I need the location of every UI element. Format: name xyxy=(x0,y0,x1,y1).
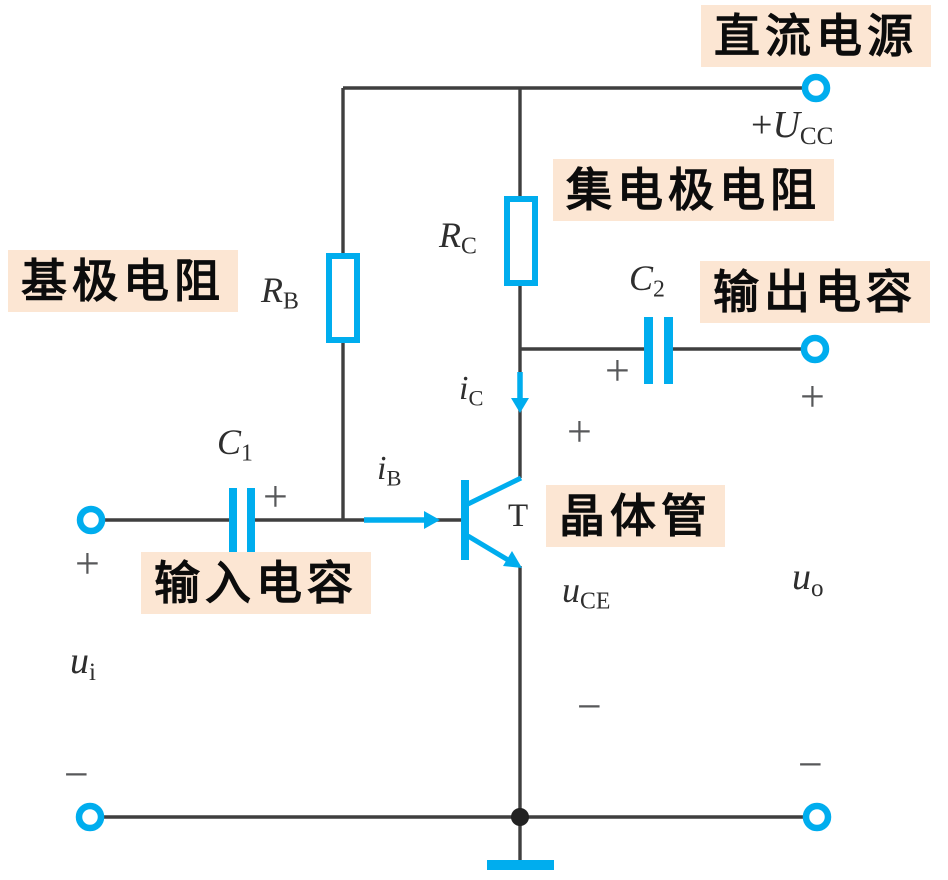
ib-arrowhead xyxy=(424,511,440,529)
c1-plus-sign: + xyxy=(263,472,288,521)
terminal-input-bottom xyxy=(75,802,105,832)
label-ic: iC xyxy=(459,370,484,411)
input-plus-sign: + xyxy=(75,539,100,588)
resistor-rc xyxy=(504,196,538,286)
resistor-rb xyxy=(326,253,360,343)
annotation-dc-supply: 直流电源 xyxy=(701,5,931,68)
terminal-input-top xyxy=(76,505,106,535)
ic-arrowhead xyxy=(511,398,529,413)
annotation-output-capacitor: 输出电容 xyxy=(700,261,930,324)
label-uce: uCE xyxy=(562,570,611,615)
terminal-output-bottom xyxy=(802,802,832,832)
terminal-dc-supply xyxy=(801,73,831,103)
uce-plus-sign: + xyxy=(567,407,592,456)
annotation-input-capacitor: 输入电容 xyxy=(141,552,371,615)
uce-minus-sign: − xyxy=(577,682,602,731)
output-minus-sign: − xyxy=(798,740,823,789)
label-c1: C1 xyxy=(217,422,253,467)
c2-plus-sign: + xyxy=(605,346,630,395)
label-ucc: +UCC xyxy=(751,104,834,151)
label-rb: RB xyxy=(261,270,299,315)
label-uo: uo xyxy=(792,556,824,603)
capacitor-c1-plate-left xyxy=(229,488,237,554)
output-plus-sign: + xyxy=(800,372,825,421)
input-minus-sign: − xyxy=(64,750,89,799)
annotation-base-resistor: 基极电阻 xyxy=(8,250,238,313)
label-ui: ui xyxy=(70,640,96,687)
capacitor-c2-plate-left xyxy=(644,317,653,384)
junction-dot xyxy=(511,808,529,826)
terminal-output-top xyxy=(800,334,830,364)
capacitor-c1-plate-right xyxy=(247,488,255,554)
label-c2: C2 xyxy=(629,258,665,303)
transistor-collector-lead xyxy=(466,475,523,507)
transistor-emitter-arrowhead xyxy=(503,551,522,568)
annotation-transistor: 晶体管 xyxy=(546,485,725,548)
transistor-emitter-lead xyxy=(466,533,510,563)
annotation-collector-resistor: 集电极电阻 xyxy=(553,159,834,222)
label-t: T xyxy=(508,498,529,534)
capacitor-c2-plate-right xyxy=(664,317,673,384)
label-ib: iB xyxy=(377,450,402,491)
label-rc: RC xyxy=(439,215,477,260)
